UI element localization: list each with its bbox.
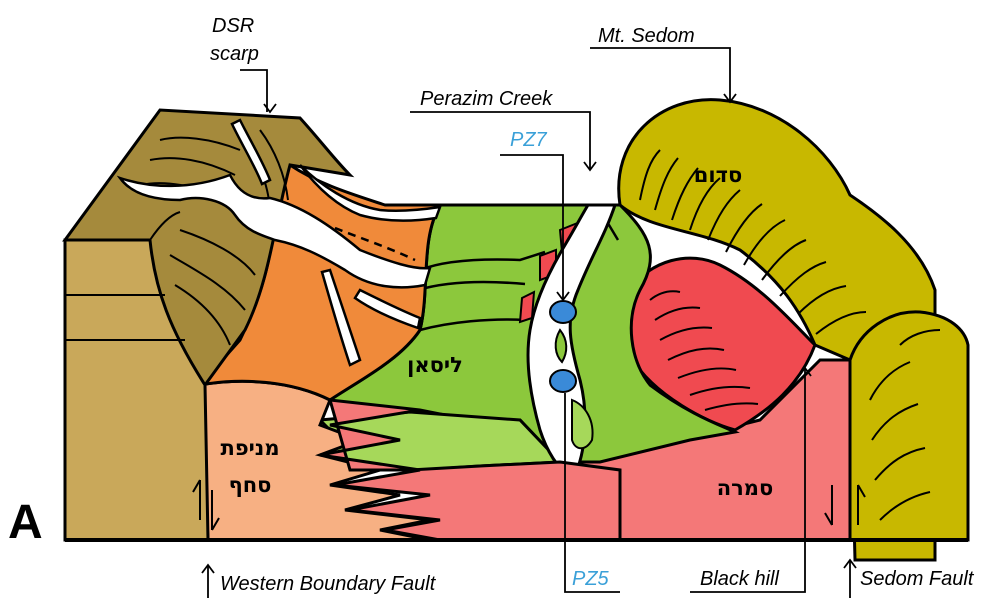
label-perazim-creek: Perazim Creek	[420, 88, 553, 110]
unit-samra: סמרה	[717, 476, 774, 500]
unit-lisan: ליסאן	[407, 353, 463, 377]
pz7-spring	[550, 301, 576, 323]
label-dsr-scarp-1: DSR	[212, 15, 254, 37]
label-western-boundary-fault: Western Boundary Fault	[220, 573, 437, 595]
panel-letter: A	[8, 496, 43, 549]
unit-sedom: סדום	[694, 163, 742, 187]
label-pz7: PZ7	[510, 129, 548, 151]
unit-tseelim-1: מניפת	[220, 436, 279, 460]
label-mt-sedom: Mt. Sedom	[598, 25, 695, 47]
label-black-hill: Black hill	[700, 568, 779, 590]
label-sedom-fault: Sedom Fault	[860, 568, 975, 590]
sedom-front-face	[850, 312, 968, 540]
pz5-spring	[550, 370, 576, 392]
label-pz5: PZ5	[572, 568, 610, 590]
unit-tseelim-2: סחף	[229, 473, 272, 497]
label-dsr-scarp-2: scarp	[210, 43, 259, 65]
